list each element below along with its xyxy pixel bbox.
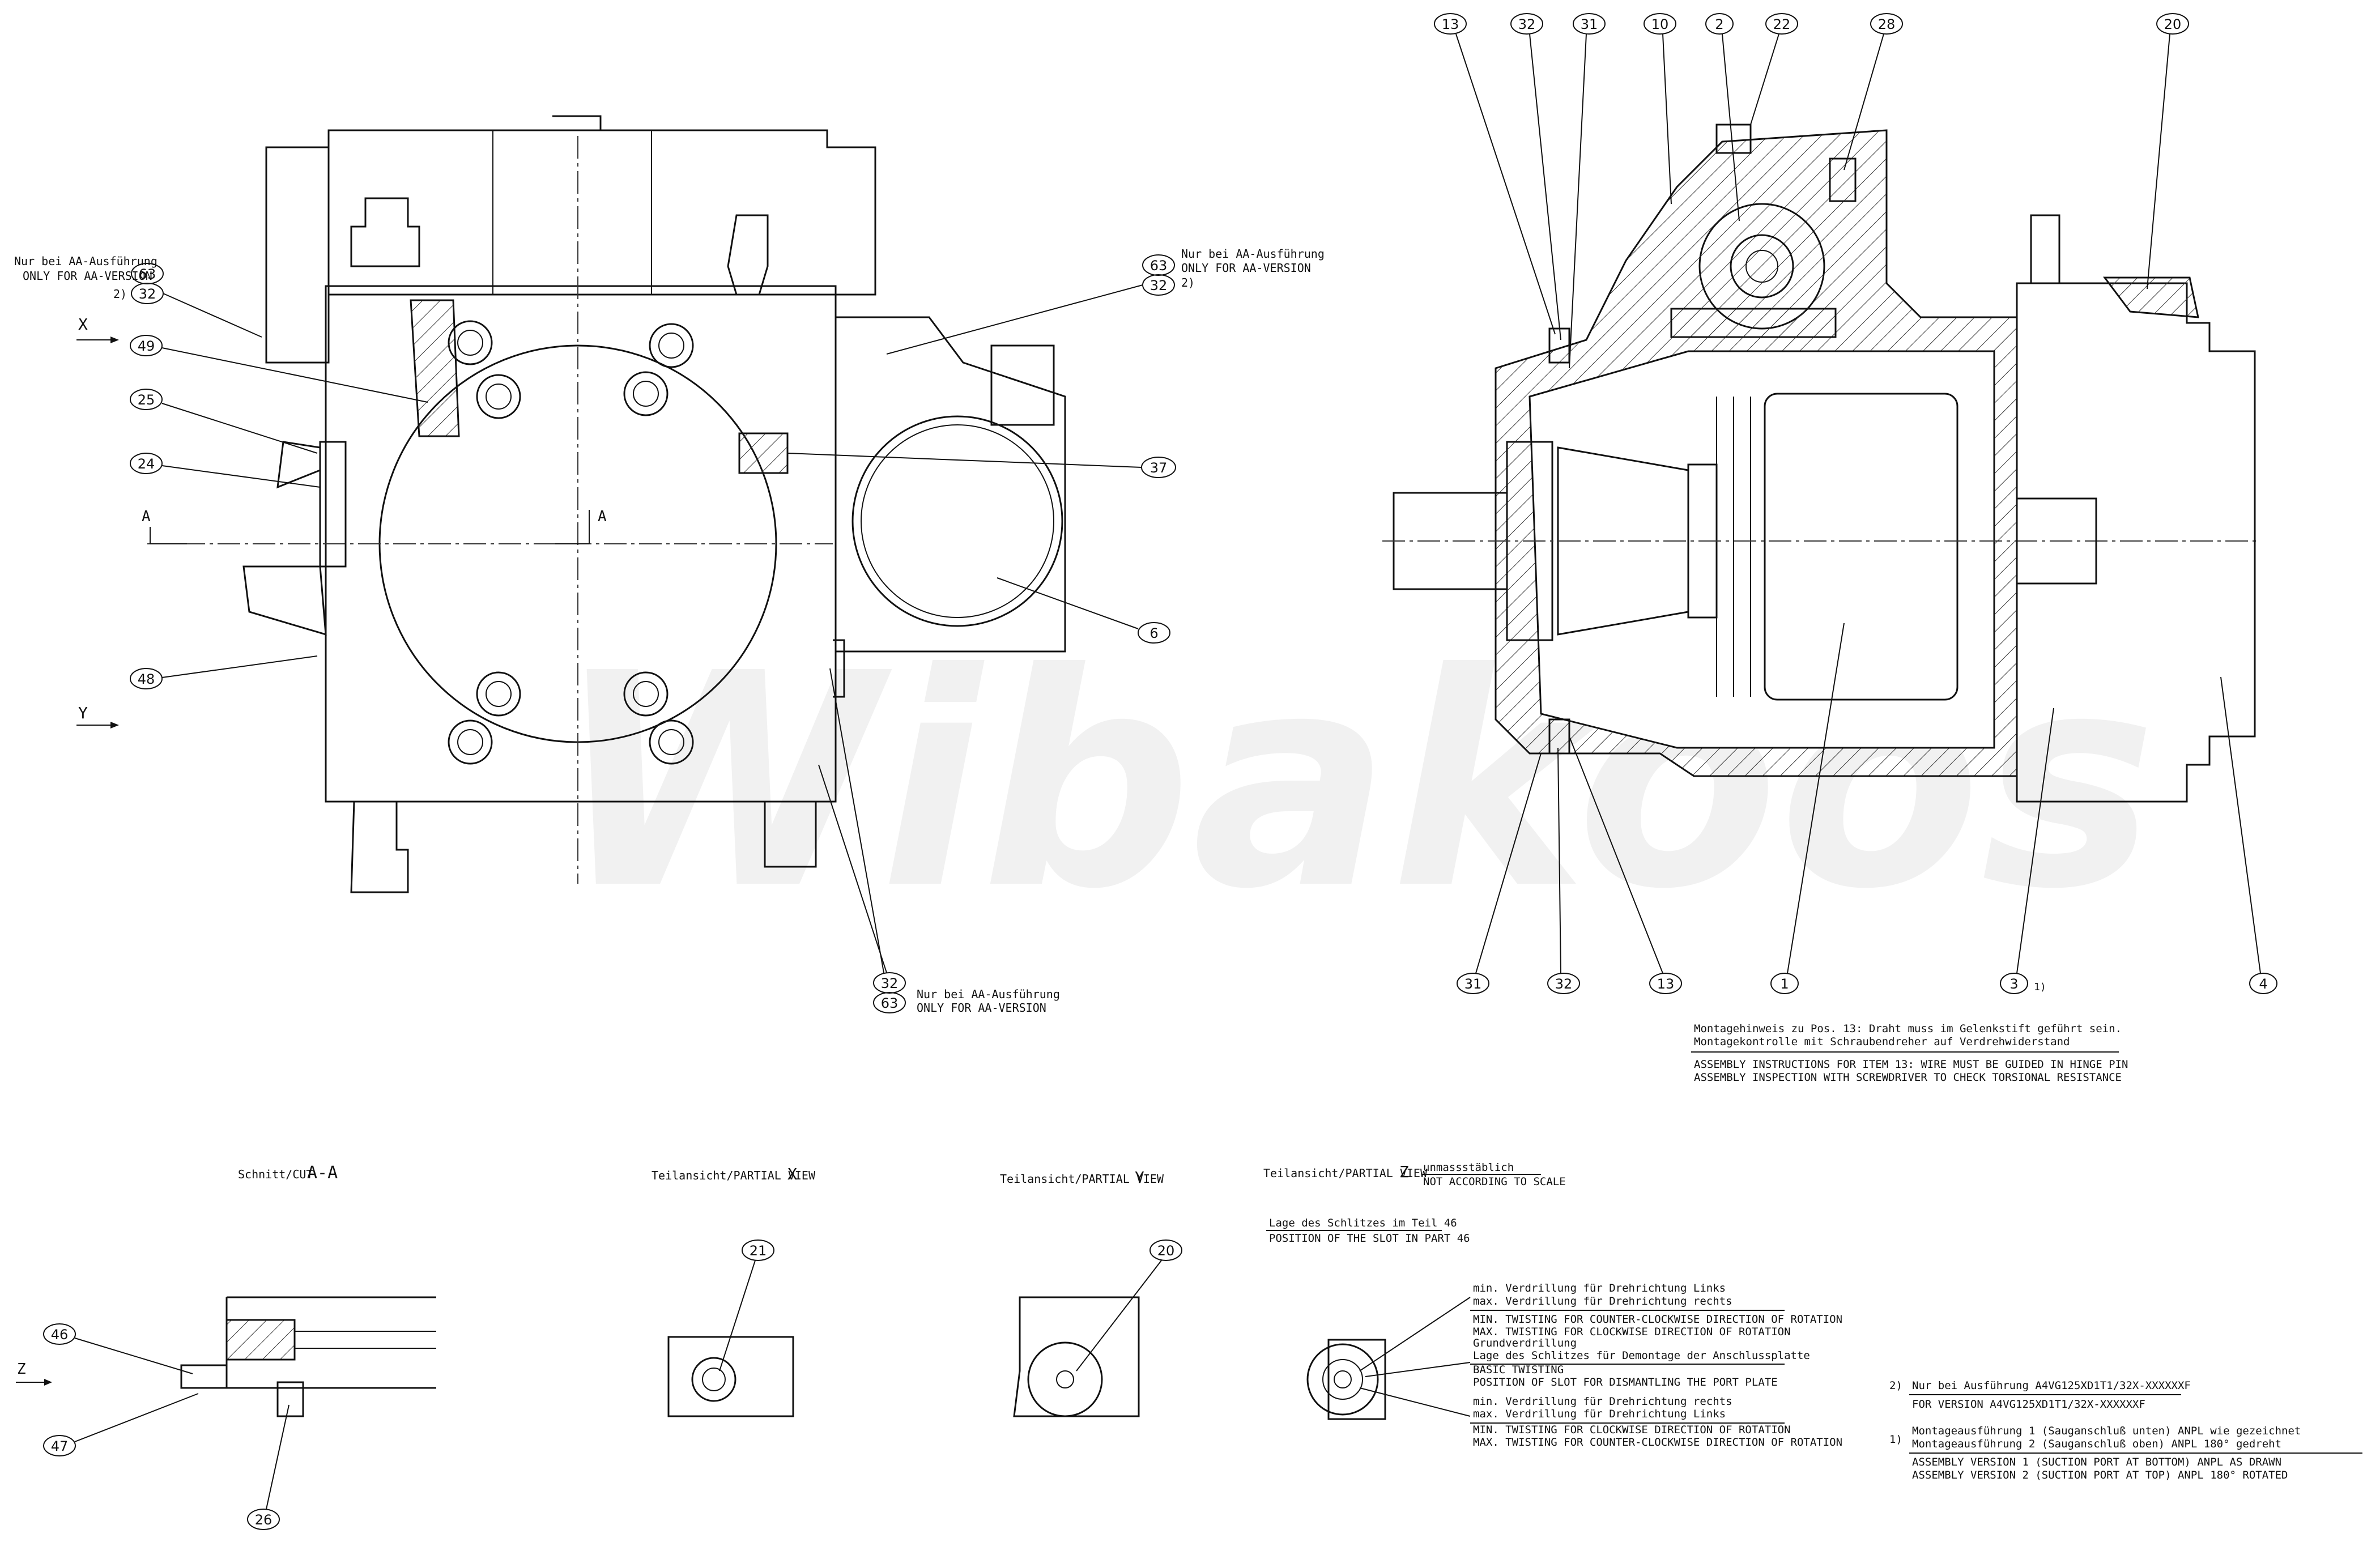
svg-text:2): 2) bbox=[1181, 276, 1195, 289]
svg-text:1): 1) bbox=[2034, 981, 2046, 993]
left-balloons: 63 32 49 25 24 48 63 32 37 6 32 63 bbox=[130, 254, 1176, 1013]
svg-text:FOR VERSION A4VG125XD1T1/32X-X: FOR VERSION A4VG125XD1T1/32X-XXXXXXF bbox=[1912, 1398, 2145, 1411]
svg-text:28: 28 bbox=[1878, 16, 1896, 32]
svg-text:13: 13 bbox=[1442, 16, 1459, 32]
svg-text:max. Verdrillung für Drehricht: max. Verdrillung für Drehrichtung rechts bbox=[1473, 1295, 1732, 1307]
front-view bbox=[147, 115, 1066, 893]
svg-text:ASSEMBLY INSPECTION WITH SCREW: ASSEMBLY INSPECTION WITH SCREWDRIVER TO … bbox=[1694, 1071, 2122, 1084]
svg-text:2): 2) bbox=[113, 287, 127, 301]
svg-text:Z: Z bbox=[1399, 1162, 1409, 1181]
balloon-63: 63 bbox=[881, 995, 899, 1011]
svg-text:A: A bbox=[598, 508, 607, 525]
svg-text:21: 21 bbox=[750, 1243, 767, 1259]
svg-text:47: 47 bbox=[51, 1438, 69, 1454]
svg-text:2): 2) bbox=[1889, 1379, 1902, 1392]
svg-text:Teilansicht/PARTIAL VIEW: Teilansicht/PARTIAL VIEW bbox=[1000, 1172, 1164, 1186]
aa-note-left: Nur bei AA-Ausführung ONLY FOR AA-VERSIO… bbox=[14, 254, 157, 301]
svg-text:ONLY FOR AA-VERSION: ONLY FOR AA-VERSION bbox=[23, 269, 152, 283]
svg-text:Z: Z bbox=[17, 1361, 26, 1378]
section-top-balloons: 13 32 31 10 2 22 28 20 bbox=[1434, 13, 2189, 369]
svg-text:31: 31 bbox=[1464, 976, 1482, 992]
svg-text:Y: Y bbox=[78, 704, 88, 722]
view-markers: X Y A A bbox=[76, 315, 607, 729]
svg-text:ONLY FOR AA-VERSION: ONLY FOR AA-VERSION bbox=[1181, 261, 1311, 275]
svg-text:32: 32 bbox=[1518, 16, 1536, 32]
svg-text:Nur bei AA-Ausführung: Nur bei AA-Ausführung bbox=[917, 987, 1060, 1001]
section-bottom-balloons: 31 32 13 1 3 1) 4 bbox=[1457, 623, 2277, 994]
balloon-32: 32 bbox=[1150, 278, 1168, 293]
svg-text:Nur bei Ausführung A4VG125XD1T: Nur bei Ausführung A4VG125XD1T1/32X-XXXX… bbox=[1912, 1379, 2191, 1392]
section-view bbox=[1382, 123, 2260, 803]
balloon-25: 25 bbox=[138, 392, 155, 408]
svg-text:20: 20 bbox=[1157, 1243, 1175, 1259]
twist-notes: min. Verdrillung für Drehrichtung Links … bbox=[1470, 1282, 1842, 1449]
svg-text:Y: Y bbox=[1135, 1168, 1144, 1187]
svg-text:Nur bei AA-Ausführung: Nur bei AA-Ausführung bbox=[1181, 247, 1325, 261]
svg-text:Lage des Schlitzes im Teil 46: Lage des Schlitzes im Teil 46 bbox=[1269, 1217, 1457, 1229]
svg-text:NOT ACCORDING TO SCALE: NOT ACCORDING TO SCALE bbox=[1423, 1175, 1566, 1188]
svg-text:MAX. TWISTING FOR COUNTER-CLOC: MAX. TWISTING FOR COUNTER-CLOCKWISE DIRE… bbox=[1473, 1436, 1842, 1449]
svg-text:Grundverdrillung: Grundverdrillung bbox=[1473, 1337, 1577, 1349]
svg-text:Schnitt/CUT: Schnitt/CUT bbox=[238, 1168, 313, 1181]
balloon-63: 63 bbox=[139, 266, 156, 282]
svg-text:Nur bei AA-Ausführung: Nur bei AA-Ausführung bbox=[14, 254, 157, 268]
assembly-note: Montagehinweis zu Pos. 13: Draht muss im… bbox=[1691, 1023, 2128, 1084]
svg-text:POSITION OF THE SLOT IN PART 4: POSITION OF THE SLOT IN PART 46 bbox=[1269, 1232, 1470, 1245]
balloon-48: 48 bbox=[138, 671, 155, 687]
svg-text:Teilansicht/PARTIAL VIEW: Teilansicht/PARTIAL VIEW bbox=[1263, 1166, 1428, 1180]
balloon-49: 49 bbox=[138, 338, 155, 354]
svg-text:Teilansicht/PARTIAL VIEW: Teilansicht/PARTIAL VIEW bbox=[652, 1169, 816, 1182]
svg-text:Montageausführung 1 (Saugansch: Montageausführung 1 (Sauganschluß unten)… bbox=[1912, 1425, 2301, 1437]
cut-aa-view: Schnitt/CUT A-A Z 46 47 26 bbox=[16, 1163, 436, 1530]
svg-text:Montageausführung 2 (Saugansch: Montageausführung 2 (Sauganschluß oben) … bbox=[1912, 1438, 2281, 1450]
svg-text:Montagekontrolle mit Schrauben: Montagekontrolle mit Schraubendreher auf… bbox=[1694, 1036, 2070, 1048]
svg-text:Montagehinweis zu Pos. 13: Dra: Montagehinweis zu Pos. 13: Draht muss im… bbox=[1694, 1023, 2122, 1035]
svg-text:max. Verdrillung für Drehricht: max. Verdrillung für Drehrichtung Links bbox=[1473, 1408, 1726, 1420]
svg-text:22: 22 bbox=[1773, 16, 1791, 32]
svg-text:ONLY FOR AA-VERSION: ONLY FOR AA-VERSION bbox=[917, 1001, 1046, 1015]
balloon-32: 32 bbox=[881, 976, 899, 991]
svg-text:A: A bbox=[142, 508, 151, 525]
svg-text:min. Verdrillung für Drehricht: min. Verdrillung für Drehrichtung rechts bbox=[1473, 1395, 1732, 1408]
svg-text:13: 13 bbox=[1657, 976, 1675, 992]
svg-text:BASIC TWISTING: BASIC TWISTING bbox=[1473, 1364, 1564, 1376]
balloon-32: 32 bbox=[139, 286, 156, 302]
balloon-24: 24 bbox=[138, 456, 155, 472]
svg-text:31: 31 bbox=[1581, 16, 1598, 32]
svg-text:A-A: A-A bbox=[307, 1163, 338, 1183]
aa-note-bottom: Nur bei AA-Ausführung ONLY FOR AA-VERSIO… bbox=[917, 987, 1060, 1015]
partial-view-x: Teilansicht/PARTIAL VIEW X 21 bbox=[652, 1165, 816, 1417]
svg-text:X: X bbox=[787, 1165, 797, 1183]
svg-text:1): 1) bbox=[1889, 1433, 1902, 1446]
svg-text:10: 10 bbox=[1651, 16, 1669, 32]
footnotes: 2) Nur bei Ausführung A4VG125XD1T1/32X-X… bbox=[1889, 1379, 2362, 1481]
partial-view-y: Teilansicht/PARTIAL VIEW Y 20 bbox=[1000, 1168, 1182, 1417]
svg-text:MIN. TWISTING FOR COUNTER-CLOC: MIN. TWISTING FOR COUNTER-CLOCKWISE DIRE… bbox=[1473, 1313, 1842, 1326]
svg-text:3: 3 bbox=[2009, 976, 2018, 992]
balloon-63: 63 bbox=[1150, 258, 1168, 274]
svg-text:MAX. TWISTING FOR CLOCKWISE DI: MAX. TWISTING FOR CLOCKWISE DIRECTION OF… bbox=[1473, 1326, 1791, 1338]
svg-text:Lage des Schlitzes für Demonta: Lage des Schlitzes für Demontage der Ans… bbox=[1473, 1349, 1810, 1362]
aa-note-right: Nur bei AA-Ausführung ONLY FOR AA-VERSIO… bbox=[1181, 247, 1325, 289]
partial-view-z: Teilansicht/PARTIAL VIEW Z unmassstäblic… bbox=[1263, 1161, 1566, 1420]
svg-text:2: 2 bbox=[1715, 16, 1723, 32]
svg-text:ASSEMBLY VERSION 1 (SUCTION PO: ASSEMBLY VERSION 1 (SUCTION PORT AT BOTT… bbox=[1912, 1456, 2281, 1468]
svg-text:32: 32 bbox=[1555, 976, 1573, 992]
svg-text:4: 4 bbox=[2259, 976, 2267, 992]
svg-text:ASSEMBLY VERSION 2 (SUCTION PO: ASSEMBLY VERSION 2 (SUCTION PORT AT TOP)… bbox=[1912, 1469, 2288, 1481]
balloon-37: 37 bbox=[1150, 460, 1168, 476]
balloon-6: 6 bbox=[1149, 625, 1158, 641]
svg-text:ASSEMBLY INSTRUCTIONS FOR ITEM: ASSEMBLY INSTRUCTIONS FOR ITEM 13: WIRE … bbox=[1694, 1058, 2128, 1071]
svg-text:26: 26 bbox=[255, 1512, 273, 1528]
svg-text:MIN. TWISTING FOR CLOCKWISE DI: MIN. TWISTING FOR CLOCKWISE DIRECTION OF… bbox=[1473, 1424, 1791, 1436]
svg-text:min. Verdrillung für Drehricht: min. Verdrillung für Drehrichtung Links bbox=[1473, 1282, 1726, 1294]
svg-text:1: 1 bbox=[1780, 976, 1789, 992]
svg-text:unmassstäblich: unmassstäblich bbox=[1423, 1161, 1514, 1174]
svg-text:X: X bbox=[78, 315, 88, 334]
svg-text:POSITION OF SLOT FOR DISMANTLI: POSITION OF SLOT FOR DISMANTLING THE POR… bbox=[1473, 1376, 1778, 1388]
svg-text:20: 20 bbox=[2164, 16, 2182, 32]
svg-text:46: 46 bbox=[51, 1327, 69, 1343]
